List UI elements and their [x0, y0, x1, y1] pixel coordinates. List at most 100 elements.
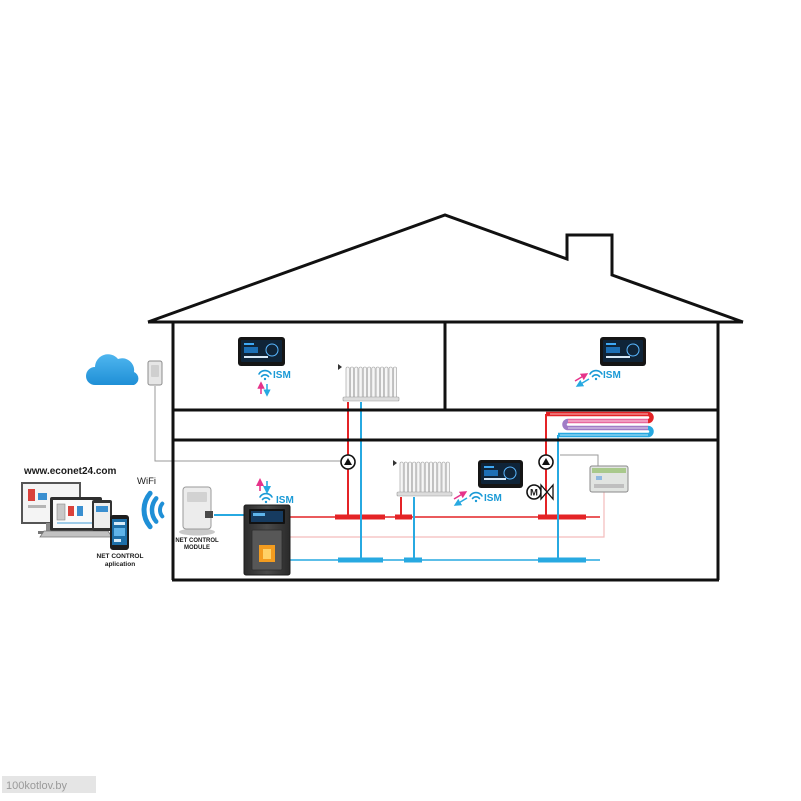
- radiator-fin: [441, 461, 446, 494]
- signal-out-arrow-icon: [453, 491, 468, 500]
- signal-in-arrow-icon: [453, 497, 468, 506]
- ism-label-lower-middle: ISM: [484, 493, 502, 504]
- wifi-signal-icon: [141, 490, 165, 530]
- module-cable: [560, 454, 599, 466]
- radiator-fin: [437, 461, 442, 494]
- boiler-controller-display: [253, 513, 265, 516]
- radiator-fin: [345, 366, 350, 399]
- ism-arc-outer: [469, 491, 483, 497]
- laptop-content-blue: [77, 506, 83, 516]
- module-stand: [179, 528, 215, 536]
- laptop-content-boiler: [56, 503, 66, 521]
- coil-highlight: [550, 413, 648, 436]
- radiator-fin: [384, 366, 389, 399]
- radiator-valve-marker: [338, 364, 342, 370]
- monitor-content-blue: [38, 493, 47, 500]
- coil-row-3: [562, 418, 648, 431]
- phone-content-2: [114, 528, 125, 536]
- radiator-base-pipe: [342, 396, 400, 402]
- app-label-line1: NET CONTROL: [97, 553, 144, 560]
- ism-arc-inner: [591, 374, 601, 378]
- router-device: [147, 360, 163, 386]
- pump-icon-floor-circuit: [538, 454, 554, 470]
- faint-return-line: [290, 492, 605, 538]
- monitor-content-red: [28, 489, 35, 501]
- controller-screen-block: [244, 347, 258, 353]
- radiator-fin: [424, 461, 429, 494]
- controller-screen-line: [606, 356, 630, 358]
- watermark-background: [2, 776, 96, 793]
- radiator-fin: [429, 461, 433, 494]
- radiator-fin: [399, 461, 404, 494]
- expansion-module-led: [596, 476, 602, 480]
- expansion-module: [589, 465, 629, 493]
- controller-panel-upper-left: [238, 337, 285, 366]
- controller-screen-dial: [503, 466, 517, 480]
- wifi-arc-small: [157, 501, 165, 519]
- ism-arc-outer: [258, 369, 272, 375]
- pump-arrow: [344, 458, 352, 465]
- radiator-fin: [375, 366, 380, 399]
- ism-arc-outer: [259, 492, 273, 498]
- website-label: www.econet24.com: [23, 466, 117, 477]
- watermark: 100kotlov.by: [6, 780, 67, 792]
- radiator-fin: [392, 366, 397, 399]
- ism-arc-outer: [589, 369, 603, 375]
- ism-arc-inner: [260, 374, 270, 378]
- monitor-stand: [46, 523, 52, 531]
- signal-out-arrow-icon: [574, 373, 589, 382]
- controller-screen-block: [606, 347, 620, 353]
- controller-screen-line: [244, 356, 268, 358]
- laptop-content-red: [68, 506, 74, 516]
- ism-wifi-icon-upper-right: [589, 369, 603, 381]
- controller-screen-dial: [265, 343, 279, 357]
- module-label-line1: NET CONTROL: [175, 538, 219, 544]
- mixing-valve-icon: M: [526, 483, 554, 501]
- ism-label-upper-right: ISM: [603, 370, 621, 381]
- radiator-base-pipe: [396, 491, 453, 497]
- radiator-fin: [349, 366, 354, 399]
- module-port: [205, 511, 213, 518]
- controller-screen-block: [484, 470, 498, 476]
- coil-row-1: [546, 411, 654, 424]
- module-label-line2: MODULE: [184, 545, 210, 551]
- radiator-fin: [420, 461, 425, 494]
- module-panel: [187, 492, 207, 502]
- tablet-content: [96, 506, 108, 512]
- ism-dot: [474, 499, 478, 503]
- radiator-fin: [416, 461, 421, 494]
- network-cable: [154, 386, 340, 462]
- radiator-fin: [445, 461, 450, 494]
- controller-screen-dial: [626, 343, 640, 357]
- radiator-fin: [388, 366, 393, 399]
- ism-dot: [264, 500, 268, 504]
- monitor-content-gray: [28, 505, 46, 508]
- tablet-icon: [92, 500, 112, 531]
- radiator-fin: [367, 366, 372, 399]
- ism-wifi-icon-boiler: [259, 492, 273, 504]
- controller-screen-line: [484, 478, 506, 480]
- expansion-module-terminals: [594, 484, 624, 488]
- laptop-keyboard-base: [39, 530, 113, 538]
- phone-content-3: [114, 539, 121, 542]
- ism-dot: [594, 377, 598, 381]
- radiator-fin: [371, 366, 376, 399]
- wifi-arc-large: [141, 490, 153, 530]
- ism-dot: [263, 377, 267, 381]
- valve-motor-label: M: [530, 488, 538, 499]
- controller-panel-lower-middle: [478, 460, 523, 488]
- ism-label-upper-left: ISM: [273, 370, 291, 381]
- floor-heating-coil: [546, 411, 654, 438]
- radiator-fin: [362, 366, 367, 399]
- net-control-module: [179, 486, 215, 536]
- valve-body: [540, 483, 554, 501]
- radiator-icon-upper: [338, 364, 400, 402]
- roof: [147, 213, 744, 324]
- boiler-fire-core: [263, 549, 271, 559]
- phone-content-1: [114, 522, 125, 525]
- ism-arc-inner: [261, 497, 271, 501]
- wifi-arc-medium: [149, 496, 159, 524]
- radiator-fins: [399, 461, 450, 494]
- house-outline: [147, 213, 744, 582]
